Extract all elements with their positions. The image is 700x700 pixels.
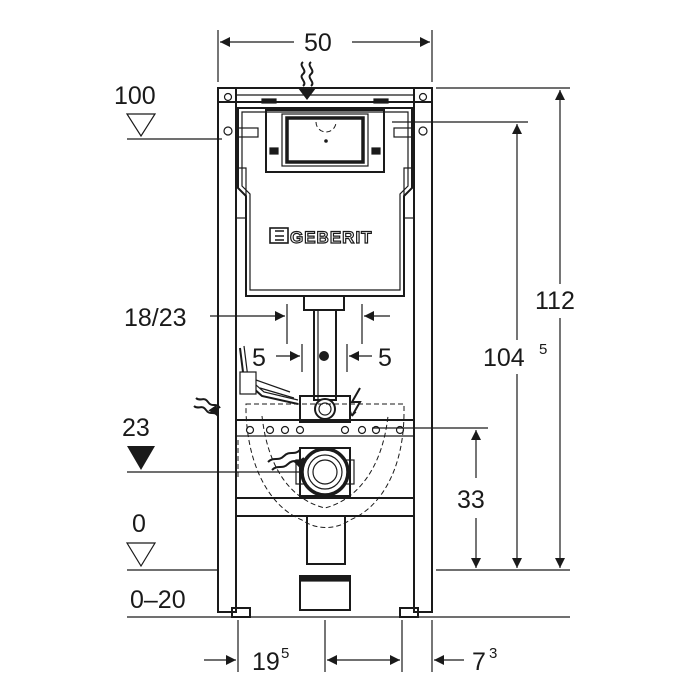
level-0-label: 0: [132, 510, 146, 538]
bottom-right-label: 7: [472, 648, 486, 676]
right-offset-label: 5: [378, 344, 392, 372]
actuator-height-sup: 5: [539, 341, 547, 358]
dim-width: 50: [217, 29, 433, 82]
dim-actuator-height: 104 5: [392, 121, 547, 568]
drain-height-label: 33: [457, 486, 485, 514]
actuator-height-label: 104: [483, 344, 525, 372]
concealed-cistern: GEBERIT: [235, 98, 415, 297]
left-offset-label: 5: [252, 344, 266, 372]
bottom-left-label: 19: [252, 648, 280, 676]
bottom-right-sup: 3: [489, 645, 497, 662]
supply-offset-label: 18/23: [124, 304, 187, 332]
floor-range-label: 0–20: [130, 586, 186, 614]
level-0: 0: [125, 510, 157, 568]
flow-symbols: [193, 61, 316, 417]
floor-range: 0–20: [130, 586, 186, 614]
installation-frame: [217, 87, 433, 618]
width-label: 50: [304, 29, 332, 57]
level-23: 23: [122, 414, 302, 473]
brand-name: GEBERIT: [290, 228, 373, 247]
dim-drain-height: 33: [372, 427, 488, 568]
floor-lines: [127, 569, 570, 618]
brand-logo: GEBERIT: [269, 227, 373, 248]
level-23-label: 23: [122, 414, 150, 442]
dim-bottom: 19 5 7 3: [204, 620, 497, 676]
dim-total-height: 112: [436, 87, 575, 568]
dim-center-offsets: 5 5: [252, 344, 392, 372]
supply-pipes: [236, 295, 414, 437]
level-100-label: 100: [114, 82, 156, 110]
total-height-label: 112: [535, 287, 575, 315]
level-100: 100: [114, 82, 222, 140]
bottom-left-sup: 5: [281, 645, 289, 662]
dim-supply-offset: 18/23: [124, 304, 390, 344]
